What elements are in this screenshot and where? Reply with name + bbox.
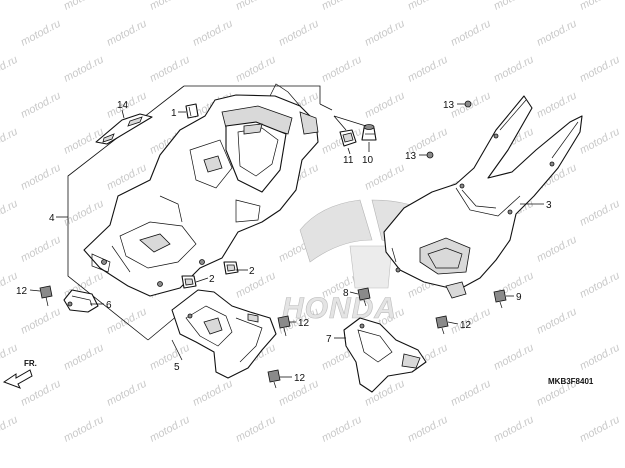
watermark-text: motod.ru xyxy=(535,18,579,49)
part-splash-guard xyxy=(343,317,427,393)
watermark-text: motod.ru xyxy=(578,0,622,13)
watermark-text: motod.ru xyxy=(0,0,20,13)
callout-1: 1 xyxy=(171,108,177,119)
watermark-text: motod.ru xyxy=(19,234,63,265)
leader-lines xyxy=(29,103,544,378)
watermark-text: motod.ru xyxy=(578,198,622,229)
callout-13b: 13 xyxy=(405,151,417,162)
watermark-text: motod.ru xyxy=(191,18,235,49)
watermark-text: motod.ru xyxy=(578,54,622,85)
watermark-text: motod.ru xyxy=(148,342,192,373)
callout-12d: 12 xyxy=(460,320,472,331)
part-screw-8 xyxy=(357,287,371,307)
watermark-text: motod.ru xyxy=(492,54,536,85)
watermark-text: motod.ru xyxy=(363,18,407,49)
watermark-text: motod.ru xyxy=(578,270,622,301)
watermark-text: motod.ru xyxy=(320,0,364,13)
callout-2b: 2 xyxy=(209,274,215,285)
callout-2a: 2 xyxy=(249,266,255,277)
callout-9: 9 xyxy=(516,292,522,303)
watermark-text: motod.ru xyxy=(0,342,20,373)
part-bracket xyxy=(63,289,99,313)
callout-4: 4 xyxy=(49,213,55,224)
front-direction-indicator: FR. xyxy=(2,359,37,389)
part-bolt-middle xyxy=(267,315,291,389)
watermark-text: motod.ru xyxy=(19,378,63,409)
watermark-text: motod.ru xyxy=(449,18,493,49)
callout-14: 14 xyxy=(117,100,129,111)
part-bolt-right xyxy=(435,315,449,335)
watermark-text: motod.ru xyxy=(234,0,278,13)
callout-6: 6 xyxy=(106,300,112,311)
watermark-text: motod.ru xyxy=(62,414,106,445)
watermark-text: motod.ru xyxy=(320,54,364,85)
watermark-text: motod.ru xyxy=(234,414,278,445)
watermark-text: motod.ru xyxy=(0,126,20,157)
watermark-text: motod.ru xyxy=(320,126,364,157)
watermark-text: motod.ru xyxy=(148,0,192,13)
part-grommet-2 xyxy=(181,261,239,289)
watermark-text: motod.ru xyxy=(578,126,622,157)
watermark-text: motod.ru xyxy=(363,90,407,121)
watermark-text: motod.ru xyxy=(19,18,63,49)
watermark-text: motod.ru xyxy=(19,90,63,121)
watermark-text: motod.ru xyxy=(492,414,536,445)
watermark-text: motod.ru xyxy=(0,414,20,445)
part-strap xyxy=(95,113,153,145)
part-clip-nut xyxy=(339,129,357,147)
watermark-text: motod.ru xyxy=(62,342,106,373)
part-code: MKB3F8401 xyxy=(548,377,594,386)
watermark-text: motod.ru xyxy=(535,306,579,337)
watermark-text: motod.ru xyxy=(449,378,493,409)
callout-7: 7 xyxy=(326,334,332,345)
part-screw-9 xyxy=(493,289,507,309)
part-lower-fender xyxy=(171,289,277,379)
watermark-text: motod.ru xyxy=(406,54,450,85)
callout-8: 8 xyxy=(343,288,349,299)
callout-11: 11 xyxy=(343,155,354,166)
watermark-text: motod.ru xyxy=(535,234,579,265)
watermark-text: motod.ru xyxy=(492,0,536,13)
watermark-text: motod.ru xyxy=(406,0,450,13)
callout-12a: 12 xyxy=(16,286,28,297)
callout-3: 3 xyxy=(546,200,552,211)
callout-5: 5 xyxy=(174,362,180,373)
watermark-text: motod.ru xyxy=(19,162,63,193)
brand-logo-text: HONDA xyxy=(282,292,397,325)
watermark-text: motod.ru xyxy=(492,342,536,373)
direction-label: FR. xyxy=(24,359,37,368)
part-rubber-pad xyxy=(185,103,199,119)
watermark-text: motod.ru xyxy=(0,54,20,85)
part-grommet xyxy=(361,124,377,141)
watermark-text: motod.ru xyxy=(535,90,579,121)
watermark-text: motod.ru xyxy=(62,0,106,13)
part-bolt-left xyxy=(39,285,53,307)
watermark-text: motod.ru xyxy=(0,198,20,229)
watermark-text: motod.ru xyxy=(19,306,63,337)
watermark-text: motod.ru xyxy=(406,414,450,445)
watermark-text: motod.ru xyxy=(363,162,407,193)
watermark-text: motod.ru xyxy=(234,270,278,301)
callout-13a: 13 xyxy=(443,100,455,111)
callout-10: 10 xyxy=(362,155,374,166)
watermark-text: motod.ru xyxy=(578,342,622,373)
watermark-text: motod.ru xyxy=(320,414,364,445)
watermark-text: motod.ru xyxy=(148,54,192,85)
callout-labels: 14 1 11 10 4 2 2 12 6 5 12 12 13 13 3 8 … xyxy=(16,100,552,384)
watermark-text: motod.ru xyxy=(578,414,622,445)
watermark-text: motod.ru xyxy=(105,378,149,409)
part-inner-fender xyxy=(83,83,319,297)
callout-12b: 12 xyxy=(298,318,310,329)
watermark-text: motod.ru xyxy=(148,414,192,445)
watermark-text: motod.ru xyxy=(62,54,106,85)
part-rear-cowl xyxy=(383,95,583,299)
callout-12c: 12 xyxy=(294,373,306,384)
watermark-text: motod.ru xyxy=(191,378,235,409)
watermark-text: motod.ru xyxy=(234,54,278,85)
watermark-text: motod.ru xyxy=(105,18,149,49)
watermark-text: motod.ru xyxy=(277,18,321,49)
